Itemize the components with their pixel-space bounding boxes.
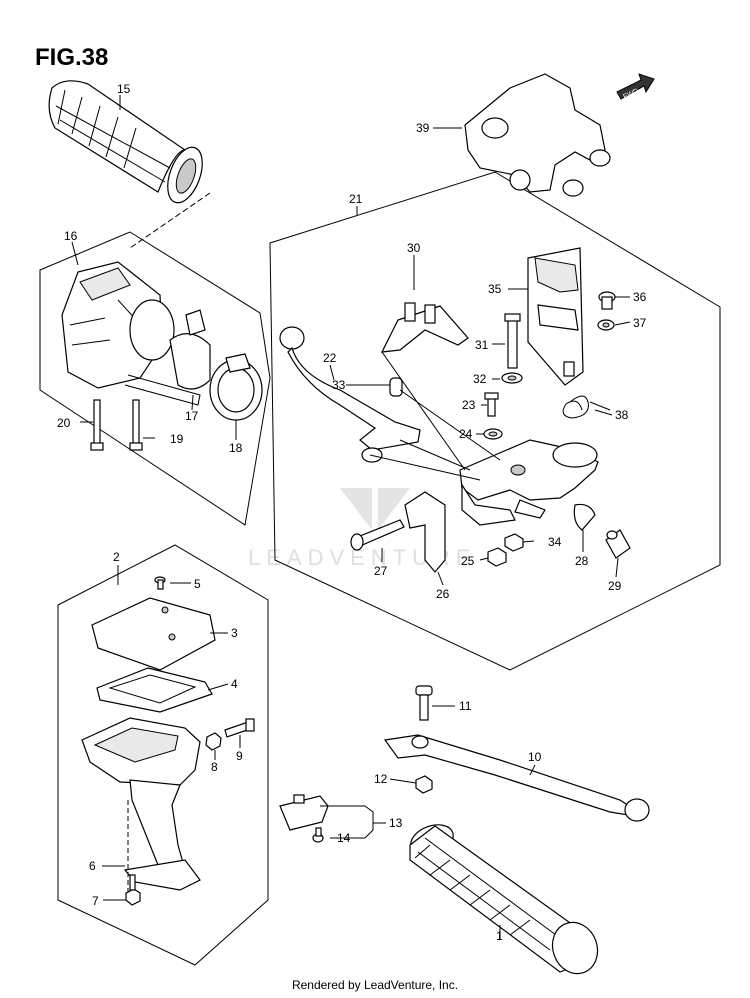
screw-14 bbox=[312, 827, 324, 843]
bolt-9 bbox=[224, 718, 255, 738]
leader-lines-group bbox=[369, 351, 501, 481]
fwd-arrow-icon: FWD bbox=[616, 73, 655, 101]
brake-switch-13 bbox=[279, 794, 329, 831]
callout-34: 34 bbox=[548, 535, 562, 549]
callout-15: 15 bbox=[117, 82, 131, 96]
bolt-31 bbox=[504, 313, 521, 369]
nut-34 bbox=[504, 533, 524, 552]
master-cylinder-box bbox=[57, 544, 269, 966]
callout-32: 32 bbox=[473, 372, 487, 386]
washer-32 bbox=[501, 372, 523, 384]
callout-37: 37 bbox=[633, 316, 647, 330]
callout-18: 18 bbox=[229, 441, 243, 455]
grip-right bbox=[409, 824, 599, 975]
callout-2: 2 bbox=[113, 550, 120, 564]
callout-27: 27 bbox=[374, 564, 388, 578]
callout-35: 35 bbox=[488, 282, 502, 296]
callout-29: 29 bbox=[608, 579, 622, 593]
callout-38: 38 bbox=[615, 408, 629, 422]
callout-4: 4 bbox=[231, 677, 238, 691]
bolt-27 bbox=[350, 519, 405, 551]
lever-group-box bbox=[269, 171, 721, 671]
callout-21: 21 bbox=[349, 192, 363, 206]
callout-36: 36 bbox=[633, 290, 647, 304]
callout-3: 3 bbox=[231, 626, 238, 640]
nut-25 bbox=[487, 547, 507, 567]
screw-36 bbox=[598, 291, 616, 310]
callout-7: 7 bbox=[92, 894, 99, 908]
spring-38 bbox=[562, 395, 611, 419]
screw-23 bbox=[484, 392, 499, 417]
lever-holder bbox=[459, 439, 599, 526]
callout-16: 16 bbox=[64, 229, 78, 243]
callout-31: 31 bbox=[475, 338, 489, 352]
callout-11: 11 bbox=[459, 699, 472, 713]
callout-20: 20 bbox=[57, 416, 71, 430]
screw-20 bbox=[90, 399, 104, 451]
callout-10: 10 bbox=[528, 750, 542, 764]
diaphragm-4 bbox=[96, 667, 213, 713]
footer-credit: Rendered by LeadVenture, Inc. bbox=[291, 978, 459, 992]
washer-24 bbox=[483, 428, 503, 440]
bolt-29 bbox=[605, 529, 631, 559]
handlebar-switch bbox=[61, 261, 201, 406]
callout-13: 13 bbox=[389, 816, 403, 830]
screw-19 bbox=[129, 399, 143, 451]
callout-30: 30 bbox=[407, 241, 421, 255]
master-cylinder-body bbox=[81, 717, 201, 891]
callout-9: 9 bbox=[236, 749, 243, 763]
callout-19: 19 bbox=[170, 432, 184, 446]
nut-12 bbox=[415, 775, 433, 794]
callout-12: 12 bbox=[374, 772, 388, 786]
figure-title: FIG.38 bbox=[35, 44, 109, 71]
callout-25: 25 bbox=[461, 554, 475, 568]
bracket-30 bbox=[380, 302, 469, 353]
switch-clamp bbox=[169, 309, 211, 390]
grip-left bbox=[48, 80, 203, 204]
clamp-26 bbox=[404, 491, 446, 573]
parking-lock-35 bbox=[527, 247, 584, 386]
callout-24: 24 bbox=[459, 427, 473, 441]
grip-collar bbox=[209, 353, 263, 421]
callout-5: 5 bbox=[194, 577, 201, 591]
washer-37 bbox=[597, 319, 615, 331]
callout-28: 28 bbox=[575, 554, 589, 568]
callout-23: 23 bbox=[462, 398, 476, 412]
callout-labels: 15 16 17 18 19 20 21 30 22 33 31 32 23 2… bbox=[57, 82, 647, 943]
callout-26: 26 bbox=[436, 587, 450, 601]
cam-28 bbox=[573, 503, 596, 531]
callout-leaders bbox=[71, 95, 631, 940]
callout-17: 17 bbox=[185, 409, 199, 423]
pivot-bolt-11 bbox=[415, 685, 433, 721]
callout-14: 14 bbox=[337, 831, 351, 845]
cap-3 bbox=[91, 597, 216, 671]
callout-1: 1 bbox=[496, 929, 503, 943]
callout-33: 33 bbox=[332, 378, 346, 392]
brake-lever-10 bbox=[383, 734, 650, 822]
callout-39: 39 bbox=[416, 121, 430, 135]
pin-33 bbox=[389, 377, 403, 397]
nut-8 bbox=[205, 732, 222, 751]
switch-housing-39 bbox=[464, 73, 611, 197]
switch-group-box bbox=[39, 231, 271, 526]
screw-5 bbox=[154, 576, 166, 590]
callout-22: 22 bbox=[323, 351, 337, 365]
callout-8: 8 bbox=[211, 760, 218, 774]
callout-6: 6 bbox=[89, 859, 96, 873]
